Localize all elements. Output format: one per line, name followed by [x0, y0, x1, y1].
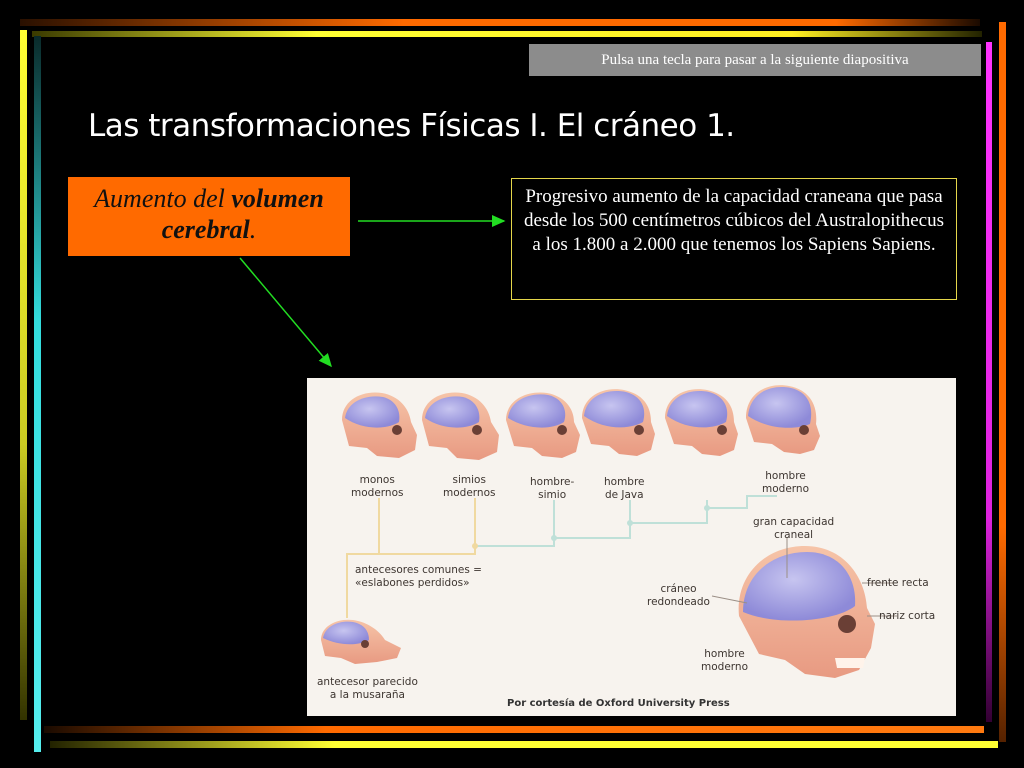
label-nariz-corta: nariz corta — [879, 610, 936, 622]
label-frente-recta: frente recta — [867, 577, 929, 589]
skull-drawings — [321, 385, 897, 678]
box-line2-bold: cerebral — [161, 215, 250, 244]
label-antecesores: antecesores comunes = «eslabones perdido… — [355, 564, 482, 589]
label-antecesor: antecesor parecido a la musaraña — [317, 676, 418, 701]
brain-volume-box: Aumento del volumen cerebral. — [68, 177, 350, 256]
frame-bar-bottom-yellow — [50, 741, 998, 748]
frame-bar-left-yellow — [20, 30, 27, 720]
skull-antecesor — [321, 619, 401, 664]
label-simios-modernos: simios modernos — [443, 474, 496, 499]
frame-bar-top-yellow — [32, 31, 982, 37]
next-slide-hint[interactable]: Pulsa una tecla para pasar a la siguient… — [529, 44, 981, 76]
skull-hombre-java-2 — [665, 389, 738, 456]
cranial-capacity-description: Progresivo aumento de la capacidad crane… — [511, 178, 957, 300]
skull-hombre-simio — [506, 392, 580, 458]
skull-monos-modernos — [342, 392, 417, 458]
frame-bar-left-cyan — [34, 36, 41, 752]
label-hombre-de-java: hombre de Java — [604, 476, 645, 501]
box-line2-end: . — [249, 215, 257, 244]
box-line1-text: Aumento del — [94, 184, 232, 213]
label-hombre-simio: hombre- simio — [530, 476, 575, 501]
frame-bar-right-magenta — [986, 42, 992, 722]
label-hombre-moderno-bottom: hombre moderno — [701, 648, 748, 673]
arrow-down — [239, 257, 332, 368]
label-craneo-redondeado: cráneo redondeado — [647, 583, 710, 608]
skull-hombre-moderno-large — [738, 546, 875, 678]
frame-bar-bottom-orange — [44, 726, 984, 733]
skull-hombre-de-java — [582, 389, 655, 456]
skull-evolution-figure: monos modernos simios modernos hombre- s… — [307, 378, 956, 716]
label-gran-capacidad: gran capacidad craneal — [753, 516, 835, 541]
box-line1-bold: volumen — [231, 184, 324, 213]
label-monos-modernos: monos modernos — [351, 474, 404, 499]
label-hombre-moderno-top: hombre moderno — [762, 470, 809, 495]
skull-hombre-moderno-top — [746, 385, 820, 454]
slide-title: Las transformaciones Físicas I. El cráne… — [88, 108, 735, 144]
skull-simios-modernos — [422, 392, 499, 460]
frame-bar-top-orange — [20, 19, 980, 26]
frame-bar-right-orange — [999, 22, 1006, 742]
figure-credit: Por cortesía de Oxford University Press — [507, 698, 730, 709]
